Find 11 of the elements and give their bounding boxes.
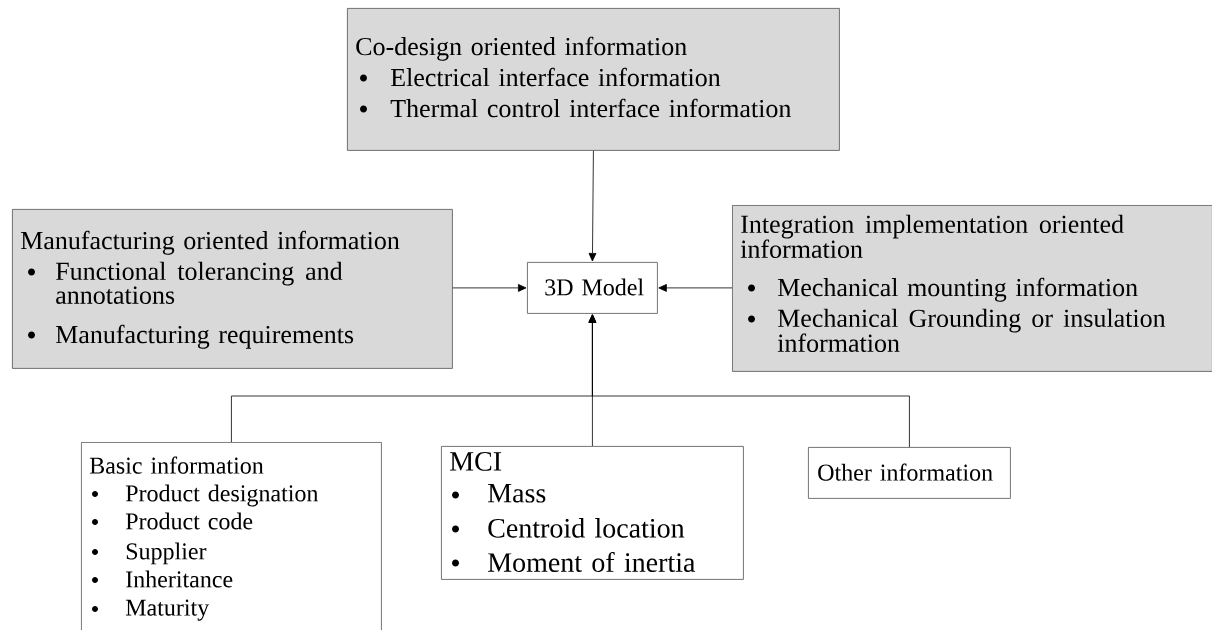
info-box: Other information	[808, 447, 1011, 499]
info-box: Basic information Product designation Product code Supplier Inheritance Maturity	[81, 442, 382, 630]
info-box: Co-design oriented information Electrical interface information Thermal control interface information	[347, 8, 840, 151]
arrow	[588, 314, 910, 448]
info-box: MCI Mass Centroid location Moment of inertia	[441, 446, 744, 580]
info-box: Manufacturing oriented information Functional tolerancing and annotations Manufacturing requirements	[12, 209, 453, 369]
arrow	[588, 150, 597, 262]
arrow	[452, 284, 527, 292]
arrow	[658, 284, 733, 292]
info-box: Integration implementation oriented information Mechanical mounting information Mechanical Grounding or insulation information	[732, 205, 1212, 372]
model-box: 3D Model	[527, 262, 658, 314]
